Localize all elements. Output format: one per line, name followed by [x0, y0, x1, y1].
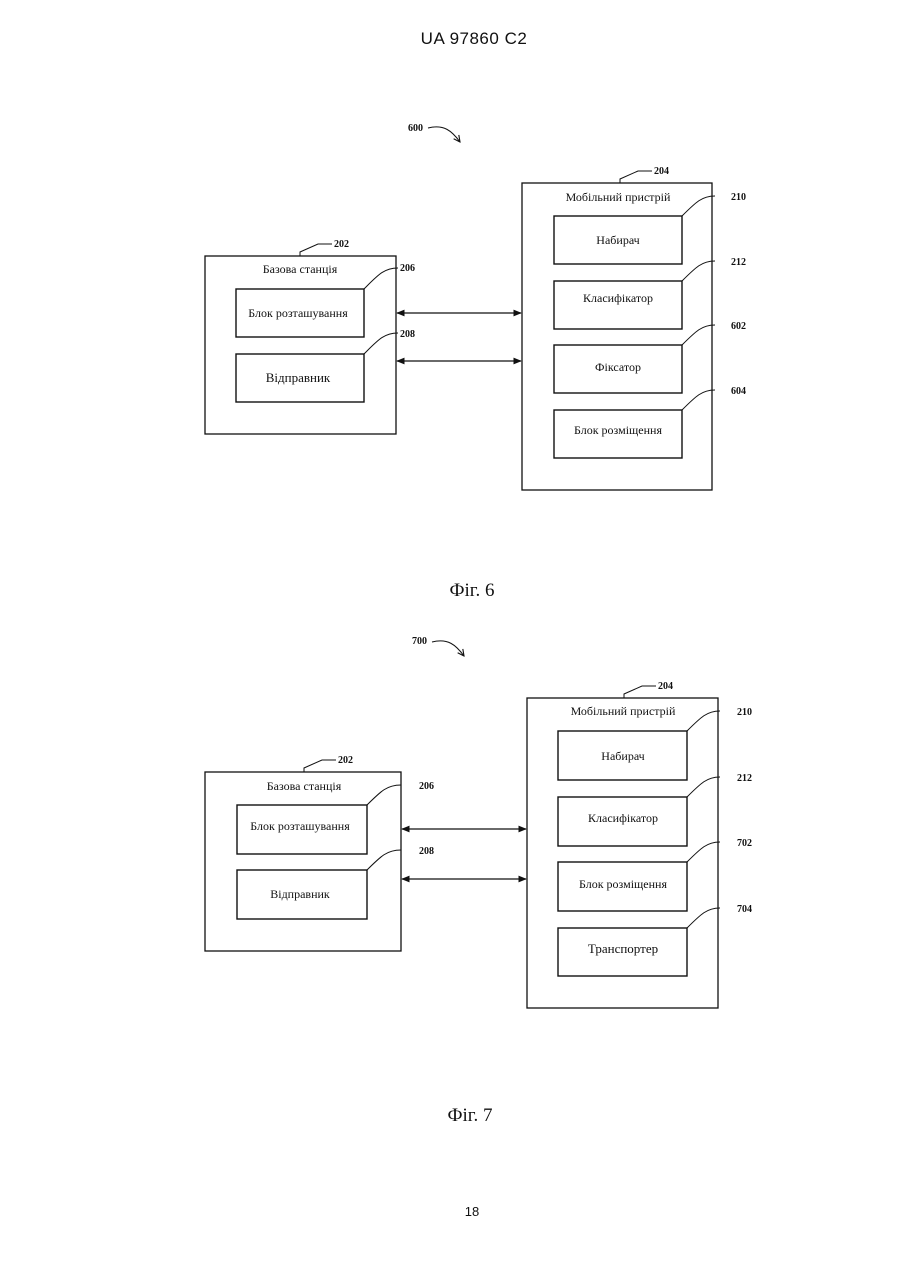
fig7-classifier-block-ref: 212: [737, 773, 752, 784]
figure-7-pointer-arrow: [432, 641, 464, 656]
fig7-placement-block-ref: 702: [737, 838, 752, 849]
fig6-placement-block-ref: 604: [731, 386, 746, 397]
fig6-base-station-title: Базова станція: [263, 262, 338, 276]
fig6-mobile-device-ref: 204: [654, 166, 669, 177]
fig6-dialer-block-leader: [682, 196, 715, 216]
fig7-mobile-device: Мобільний пристрій 204 Набирач 210 Класи…: [527, 681, 752, 1008]
fig6-mobile-device-title: Мобільний пристрій: [566, 190, 671, 204]
fig6-base-station: Базова станція 202 Блок розташування 206…: [205, 239, 415, 434]
fig7-mobile-device-box: [527, 698, 718, 1008]
fig6-mobile-device-box: [522, 183, 712, 490]
figure-7-ref: 700: [412, 636, 427, 647]
fig7-sender-block-ref: 208: [419, 846, 434, 857]
fig7-classifier-block-leader: [687, 777, 720, 797]
fig7-base-station-box: [205, 772, 401, 951]
fig7-mobile-device-title: Мобільний пристрій: [571, 704, 676, 718]
figure-7: 700 Базова станція 202 Блок розташування…: [205, 636, 752, 1126]
fig7-mobile-device-ref: 204: [658, 681, 673, 692]
fig6-fixator-block-label: Фіксатор: [595, 360, 641, 374]
figure-6-pointer-arrow: [428, 127, 460, 142]
fig7-transporter-block-ref: 704: [737, 904, 752, 915]
fig6-base-station-ref: 202: [334, 239, 349, 250]
fig6-sender-block-label: Відправник: [266, 370, 331, 385]
fig6-placement-block-label: Блок розміщення: [574, 423, 662, 437]
figure-6-ref: 600: [408, 123, 423, 134]
patent-number: UA 97860 C2: [421, 29, 528, 48]
fig6-classifier-block-leader: [682, 261, 715, 281]
fig7-sender-block-leader: [367, 850, 401, 870]
fig7-base-station-ref: 202: [338, 755, 353, 766]
fig6-classifier-block: [554, 281, 682, 329]
fig7-location-block-ref: 206: [419, 781, 434, 792]
fig7-mobile-device-leader: [624, 686, 656, 698]
fig6-classifier-block-label: Класифікатор: [583, 291, 653, 305]
fig6-dialer-block-ref: 210: [731, 192, 746, 203]
figure-6: 600 Базова станція 202 Блок розташування…: [205, 123, 746, 601]
fig6-dialer-block-label: Набирач: [596, 233, 639, 247]
fig7-dialer-block-ref: 210: [737, 707, 752, 718]
page-number: 18: [465, 1204, 479, 1219]
fig7-transporter-block-label: Транспортер: [588, 941, 658, 956]
fig6-base-station-box: [205, 256, 396, 434]
fig7-location-block-leader: [367, 785, 401, 805]
fig7-placement-block-label: Блок розміщення: [579, 877, 667, 891]
fig6-mobile-device: Мобільний пристрій 204 Набирач 210 Класи…: [522, 166, 746, 490]
figure-7-caption: Фіг. 7: [448, 1105, 493, 1126]
fig6-base-station-leader: [300, 244, 332, 256]
fig7-placement-block-leader: [687, 842, 720, 862]
fig7-transporter-block-leader: [687, 908, 720, 928]
fig6-sender-block-ref: 208: [400, 329, 415, 340]
figure-6-caption: Фіг. 6: [450, 580, 495, 601]
fig6-sender-block-leader: [364, 333, 398, 354]
fig7-dialer-block-label: Набирач: [601, 749, 644, 763]
fig7-base-station: Базова станція 202 Блок розташування 206…: [205, 755, 434, 951]
fig6-classifier-block-ref: 212: [731, 257, 746, 268]
fig7-base-station-title: Базова станція: [267, 779, 342, 793]
fig7-sender-block-label: Відправник: [270, 887, 330, 901]
fig7-dialer-block-leader: [687, 711, 720, 731]
fig6-location-block-leader: [364, 268, 398, 289]
fig6-mobile-device-leader: [620, 171, 652, 183]
fig7-base-station-leader: [304, 760, 336, 772]
fig7-classifier-block-label: Класифікатор: [588, 811, 658, 825]
fig6-fixator-block-leader: [682, 325, 715, 345]
fig6-location-block-label: Блок розташування: [248, 306, 348, 320]
fig7-location-block-label: Блок розташування: [250, 819, 350, 833]
fig6-location-block-ref: 206: [400, 263, 415, 274]
fig6-placement-block-leader: [682, 390, 715, 410]
fig6-fixator-block-ref: 602: [731, 321, 746, 332]
